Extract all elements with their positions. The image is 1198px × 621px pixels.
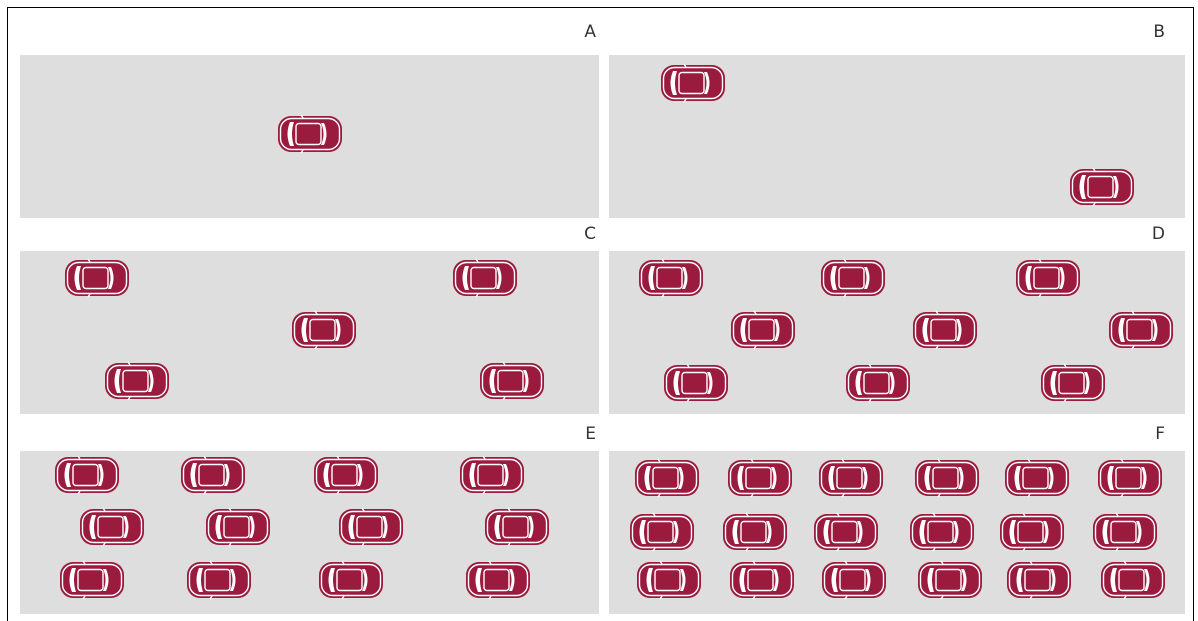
- car-icon: [730, 310, 796, 350]
- car-icon: [104, 361, 170, 401]
- car-icon: [205, 507, 271, 547]
- car-icon: [459, 455, 525, 495]
- car-icon: [660, 63, 726, 103]
- panel-label-d: D: [1135, 226, 1165, 243]
- car-icon: [821, 560, 887, 600]
- car-icon: [465, 560, 531, 600]
- car-icon: [638, 258, 704, 298]
- car-icon: [452, 258, 518, 298]
- panel-label-b: B: [1135, 24, 1165, 41]
- car-icon: [914, 458, 980, 498]
- car-icon: [729, 560, 795, 600]
- panel-label-a: A: [566, 24, 596, 41]
- car-icon: [1006, 560, 1072, 600]
- car-icon: [1092, 512, 1158, 552]
- car-icon: [338, 507, 404, 547]
- car-icon: [636, 560, 702, 600]
- car-icon: [277, 114, 343, 154]
- car-icon: [629, 512, 695, 552]
- car-icon: [479, 361, 545, 401]
- car-icon: [845, 363, 911, 403]
- car-icon: [1069, 167, 1135, 207]
- car-icon: [820, 258, 886, 298]
- car-icon: [313, 455, 379, 495]
- car-icon: [54, 455, 120, 495]
- car-icon: [813, 512, 879, 552]
- car-icon: [1097, 458, 1163, 498]
- car-icon: [79, 507, 145, 547]
- car-icon: [909, 512, 975, 552]
- car-icon: [318, 560, 384, 600]
- car-icon: [818, 458, 884, 498]
- car-icon: [727, 458, 793, 498]
- car-icon: [1040, 363, 1106, 403]
- car-icon: [1015, 258, 1081, 298]
- car-icon: [634, 458, 700, 498]
- car-icon: [186, 560, 252, 600]
- car-icon: [722, 512, 788, 552]
- car-icon: [1004, 458, 1070, 498]
- car-icon: [663, 363, 729, 403]
- panel-label-e: E: [566, 426, 596, 443]
- car-icon: [1108, 310, 1174, 350]
- panel-label-c: C: [566, 226, 596, 243]
- car-icon: [64, 258, 130, 298]
- car-icon: [484, 507, 550, 547]
- car-icon: [912, 310, 978, 350]
- car-icon: [291, 310, 357, 350]
- car-icon: [999, 512, 1065, 552]
- car-icon: [917, 560, 983, 600]
- panel-label-f: F: [1135, 426, 1165, 443]
- car-icon: [1100, 560, 1166, 600]
- car-icon: [59, 560, 125, 600]
- car-icon: [180, 455, 246, 495]
